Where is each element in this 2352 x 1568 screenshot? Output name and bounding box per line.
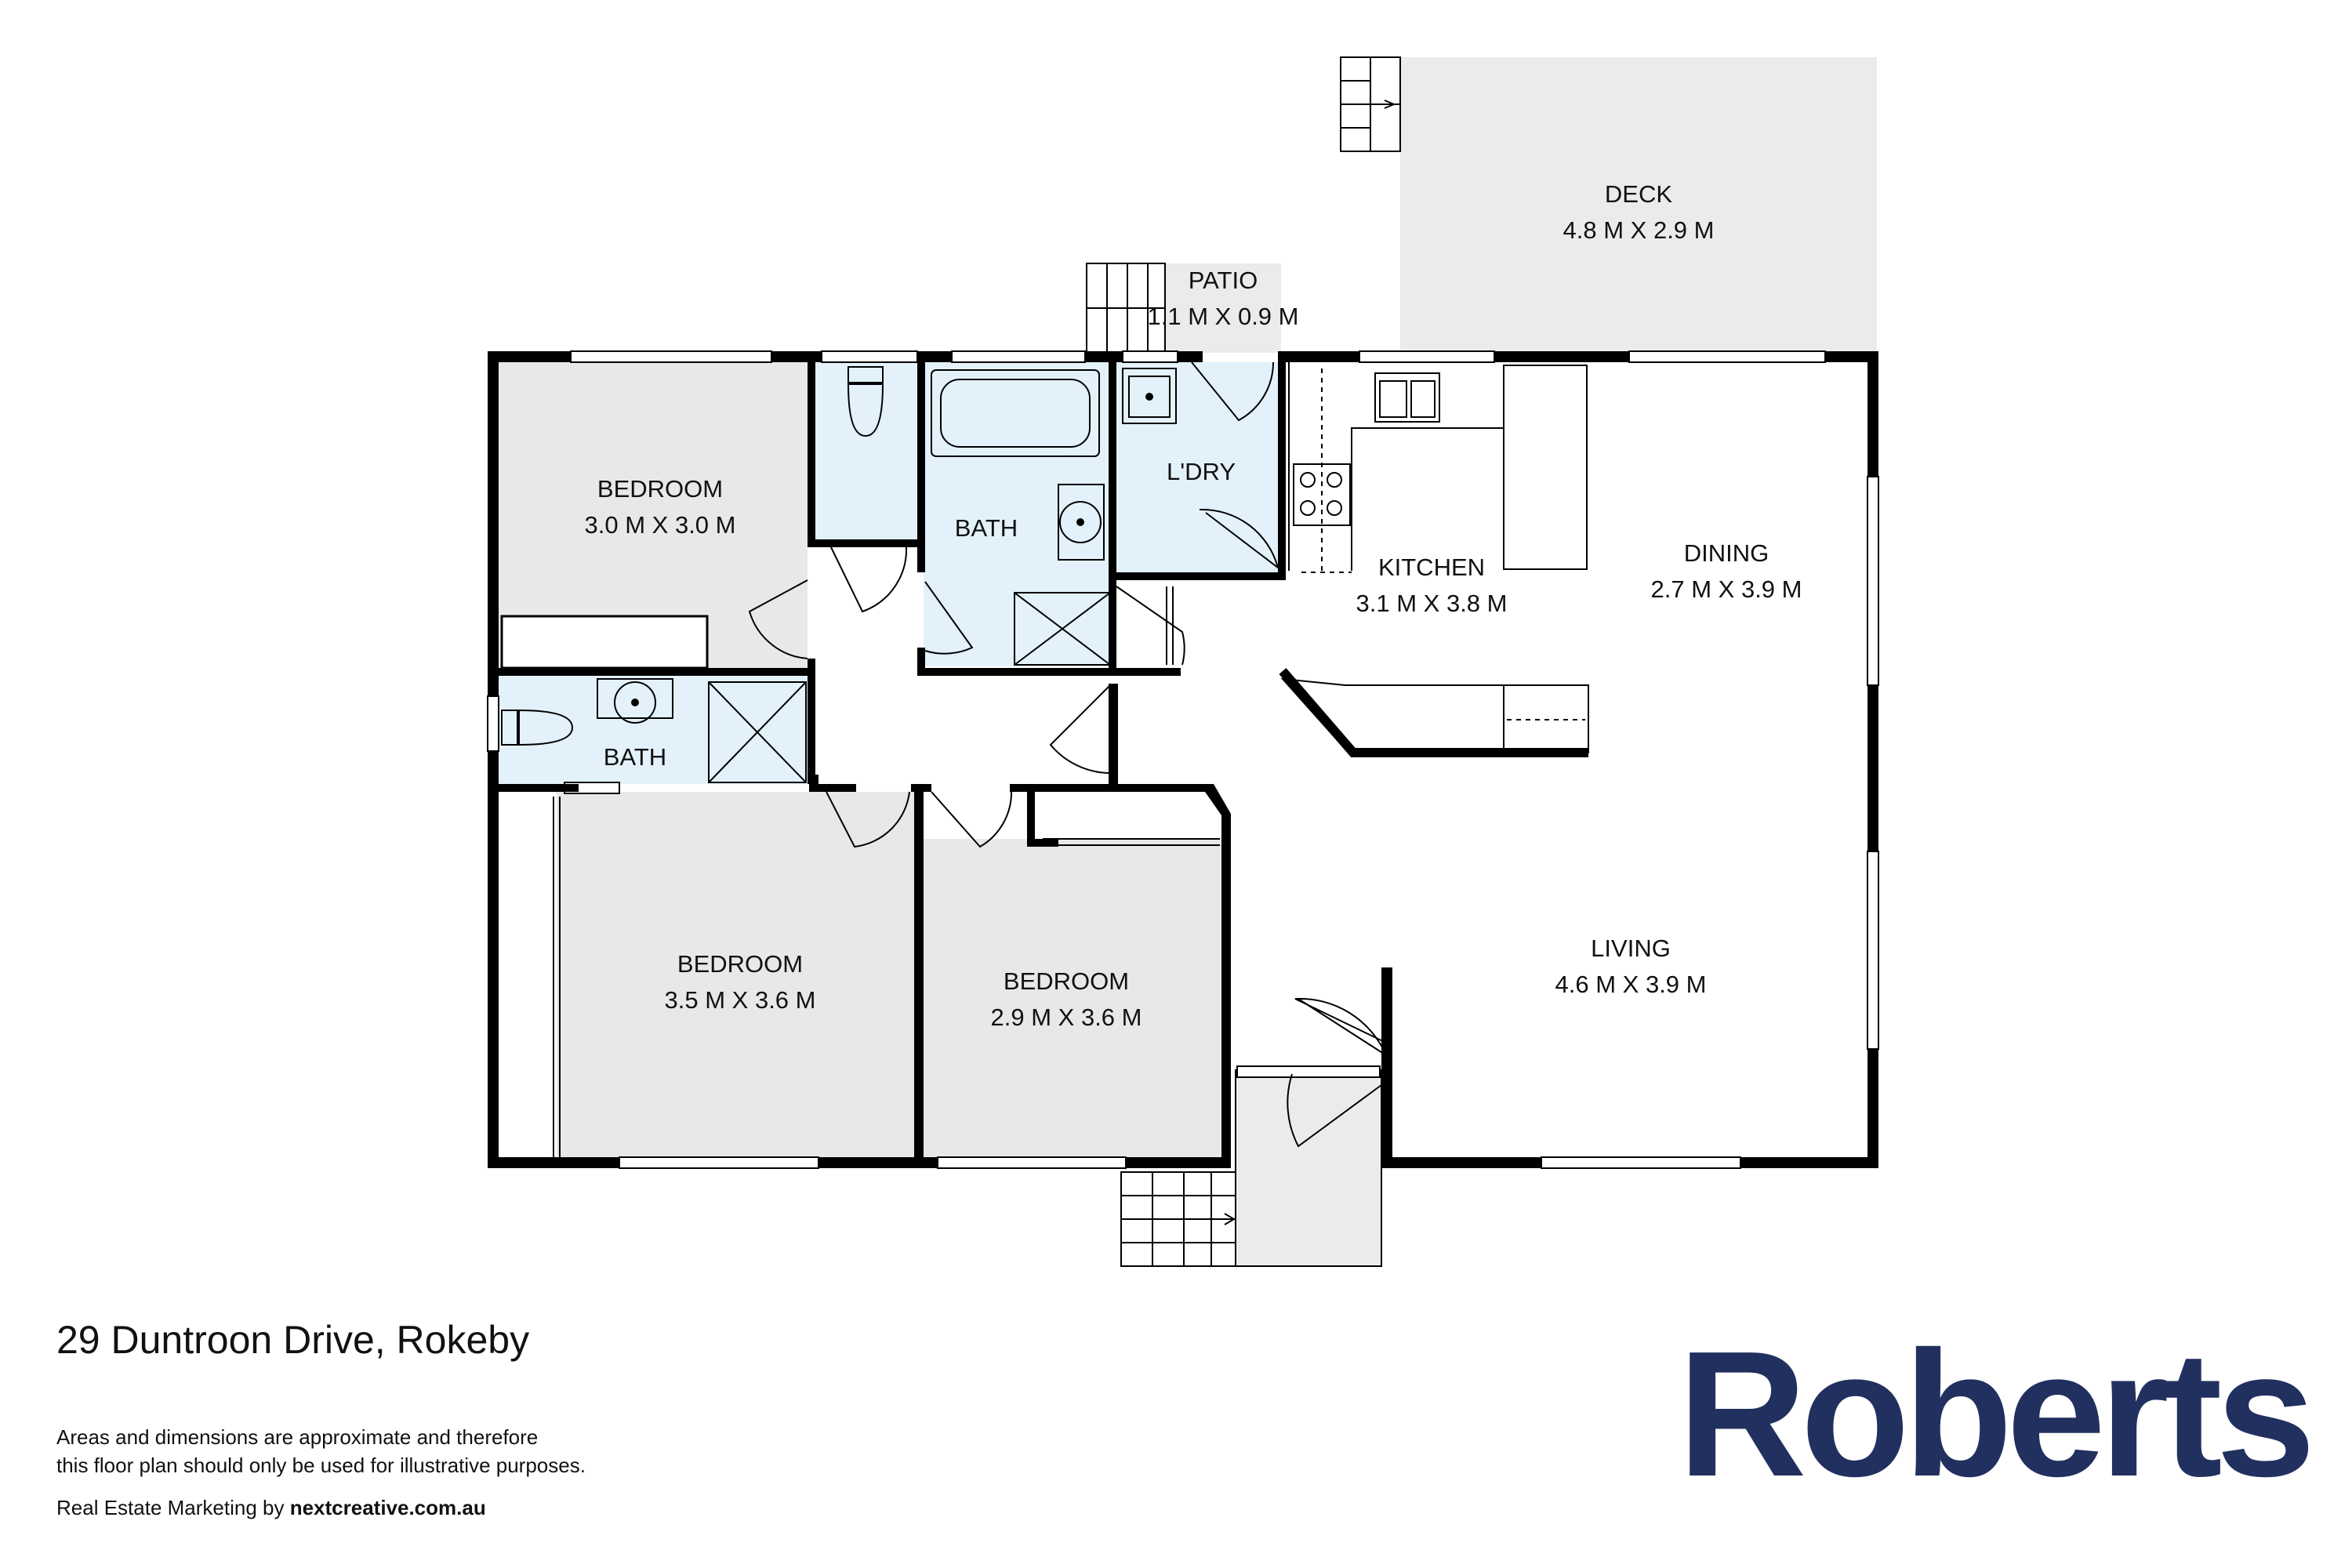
basin-icon bbox=[597, 678, 673, 724]
property-address: 29 Duntroon Drive, Rokeby bbox=[56, 1318, 530, 1362]
dining-size: 2.7 M X 3.9 M bbox=[1651, 575, 1802, 603]
island-bench bbox=[1279, 668, 1589, 757]
kitchen-size: 3.1 M X 3.8 M bbox=[1356, 590, 1508, 617]
bedroom-2-size: 3.5 M X 3.6 M bbox=[665, 986, 816, 1014]
bedroom-3-label: BEDROOM bbox=[1004, 967, 1129, 995]
door-laundry-outside bbox=[1191, 361, 1275, 422]
kitchen-bench bbox=[1288, 362, 1588, 573]
disclaimer-line-2: this floor plan should only be used for … bbox=[56, 1454, 586, 1477]
patio-size: 1.1 M X 0.9 M bbox=[1148, 303, 1299, 330]
dining-label: DINING bbox=[1684, 539, 1769, 567]
bedroom-2-label: BEDROOM bbox=[677, 950, 803, 978]
walls[interactable] bbox=[488, 351, 1878, 1168]
door-bedroom-2 bbox=[826, 791, 910, 848]
bedroom-3-floor bbox=[924, 839, 1221, 1162]
bedroom-1-robe bbox=[500, 615, 709, 670]
entry-stairs bbox=[1120, 1171, 1236, 1267]
living-size: 4.6 M X 3.9 M bbox=[1555, 971, 1707, 998]
laundry-label: L'DRY bbox=[1167, 458, 1236, 485]
entry-porch-area bbox=[1235, 1069, 1382, 1267]
doors[interactable] bbox=[748, 361, 1387, 1148]
door-hall bbox=[1049, 684, 1111, 774]
deck-area bbox=[1400, 57, 1877, 353]
bedroom-1-label: BEDROOM bbox=[597, 475, 723, 503]
credit-site-link[interactable]: nextcreative.com.au bbox=[289, 1496, 486, 1519]
door-laundry-inside bbox=[1199, 508, 1279, 570]
patio-label: PATIO bbox=[1189, 267, 1258, 294]
credit-prefix: Real Estate Marketing by bbox=[56, 1496, 290, 1519]
robe-sliding-door bbox=[553, 797, 1220, 1157]
kitchen-sink-icon bbox=[1374, 372, 1440, 423]
deck-stairs bbox=[1340, 56, 1401, 152]
door-hall-cupboard bbox=[1116, 586, 1185, 666]
door-entry-2 bbox=[1287, 1073, 1382, 1148]
kitchen-label: KITCHEN bbox=[1378, 554, 1485, 581]
deck-size: 4.8 M X 2.9 M bbox=[1563, 216, 1715, 244]
bedroom-3-size: 2.9 M X 3.6 M bbox=[991, 1004, 1142, 1031]
bedroom-2-floor bbox=[557, 792, 917, 1162]
toilet-area bbox=[814, 362, 917, 541]
roberts-logo: Roberts bbox=[1678, 1315, 2315, 1514]
marketing-credit: Real Estate Marketing by nextcreative.co… bbox=[56, 1496, 486, 1520]
toilet-icon bbox=[501, 709, 574, 746]
door-bedroom-1 bbox=[748, 579, 808, 659]
deck-label: DECK bbox=[1605, 180, 1672, 208]
patio-area bbox=[1165, 263, 1281, 353]
bedroom-1-size: 3.0 M X 3.0 M bbox=[585, 511, 736, 539]
laundry-area bbox=[1116, 362, 1278, 574]
door-toilet bbox=[830, 546, 908, 613]
shower-icon bbox=[708, 681, 807, 783]
door-entry bbox=[1294, 997, 1387, 1056]
bathtub-icon bbox=[931, 369, 1100, 457]
laundry-tub-icon bbox=[1122, 368, 1177, 424]
basin-icon bbox=[1058, 484, 1105, 561]
disclaimer-line-1: Areas and dimensions are approximate and… bbox=[56, 1425, 539, 1449]
toilet-icon bbox=[847, 366, 884, 437]
bath-1-label: BATH bbox=[955, 514, 1018, 542]
living-label: LIVING bbox=[1591, 935, 1671, 962]
door-bath-1 bbox=[924, 581, 974, 655]
door-bedroom-3 bbox=[931, 791, 1013, 848]
bath-2-label: BATH bbox=[604, 743, 666, 771]
